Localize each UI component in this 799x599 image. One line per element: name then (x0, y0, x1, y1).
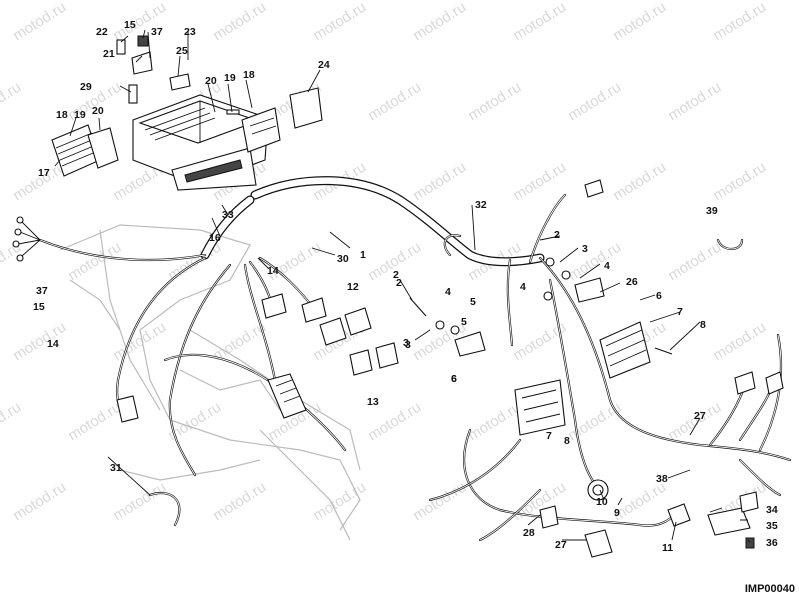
callout-14-mid: 14 (267, 265, 279, 277)
main-harness (200, 176, 545, 267)
connectors-12-13 (116, 293, 399, 423)
callout-29: 29 (80, 81, 92, 93)
callout-2-center: 2 (396, 277, 402, 289)
callout-27-bottom: 27 (555, 539, 567, 551)
callout-14-left: 14 (47, 338, 59, 350)
callout-39: 39 (706, 205, 718, 217)
callout-36: 36 (766, 537, 778, 549)
callout-28: 28 (523, 527, 535, 539)
callout-35: 35 (766, 520, 778, 532)
callout-25: 25 (176, 45, 188, 57)
callout-6-right: 6 (656, 290, 662, 302)
callout-3-mid: 3 (403, 337, 409, 349)
top-fasteners (116, 35, 240, 115)
callout-13: 13 (367, 396, 379, 408)
callout-6-mid: 6 (451, 373, 457, 385)
callout-22: 22 (96, 26, 108, 38)
callout-15-left: 15 (33, 301, 45, 313)
callout-9: 9 (614, 507, 620, 519)
callout-23: 23 (184, 26, 196, 38)
leader-lines (54, 29, 751, 543)
callout-37: 37 (151, 26, 163, 38)
callout-38: 38 (656, 473, 668, 485)
callout-18-top: 18 (243, 69, 255, 81)
callout-31: 31 (110, 462, 122, 474)
callout-24: 24 (318, 59, 330, 71)
callout-32: 32 (475, 199, 487, 211)
callout-2-right: 2 (554, 229, 560, 241)
ignition-module-7 (514, 379, 566, 436)
callout-1: 1 (360, 249, 366, 261)
frame-outline (59, 224, 361, 541)
callout-4-mid: 4 (445, 286, 451, 298)
connector-36-35 (707, 491, 759, 549)
callout-27-right: 27 (694, 410, 706, 422)
sensor-10 (587, 479, 609, 501)
callout-19-top: 19 (224, 72, 236, 84)
callout-4-right-a: 4 (520, 281, 526, 293)
figure-code: IMP00040 (744, 583, 795, 595)
wire-branches (38, 193, 792, 542)
callout-5-mid: 5 (470, 296, 476, 308)
callout-30: 30 (337, 253, 349, 265)
plug-27 (539, 505, 613, 558)
callout-15: 15 (124, 19, 136, 31)
module-8 (599, 321, 651, 379)
callout-8-mid: 8 (564, 435, 570, 447)
callout-3-right: 3 (582, 243, 588, 255)
bracket-18 (241, 107, 281, 153)
callout-26: 26 (626, 276, 638, 288)
bracket-24 (289, 87, 323, 129)
callout-10: 10 (596, 496, 608, 508)
callout-7-mid: 7 (546, 430, 552, 442)
callout-21: 21 (103, 48, 115, 60)
callout-7-right: 7 (677, 306, 683, 318)
callout-8-right: 8 (700, 319, 706, 331)
callout-11: 11 (662, 542, 674, 554)
callout-20-left: 20 (92, 105, 104, 117)
callout-12: 12 (347, 281, 359, 293)
callout-20-top: 20 (205, 75, 217, 87)
clamps (148, 234, 744, 527)
callout-6-low: 6 (451, 373, 457, 385)
callout-18-left: 18 (56, 109, 68, 121)
callout-3-center: 3 (405, 339, 411, 351)
callout-16: 16 (209, 232, 221, 244)
wire-terminals-left (12, 216, 41, 262)
fasteners-right (409, 179, 784, 395)
callout-34: 34 (766, 504, 778, 516)
regulator-17 (51, 124, 119, 177)
callout-4-right-b: 4 (604, 260, 610, 272)
callout-17: 17 (38, 167, 50, 179)
sensor-11 (667, 503, 691, 527)
callout-37-left: 37 (36, 285, 48, 297)
callout-19-left: 19 (74, 109, 86, 121)
callout-33: 33 (222, 209, 234, 221)
callout-2-mid: 2 (393, 269, 399, 281)
callout-5-right: 5 (461, 316, 467, 328)
